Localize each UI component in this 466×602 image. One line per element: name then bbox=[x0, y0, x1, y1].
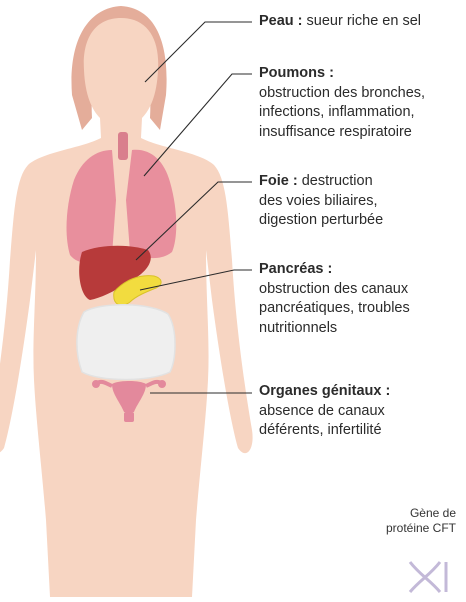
side-note-line: Gène de bbox=[386, 506, 456, 521]
intestines bbox=[77, 305, 175, 380]
annotation-line: destruction bbox=[302, 173, 373, 189]
annotation-line: pancréatiques, troubles bbox=[259, 299, 410, 319]
annotation-text: sueur riche en sel bbox=[307, 13, 421, 29]
annotation-organes-genitaux: Organes génitaux : absence de canaux déf… bbox=[259, 382, 390, 441]
side-note-line: protéine CFT bbox=[386, 521, 456, 536]
annotation-title: Foie : bbox=[259, 173, 298, 189]
annotation-title: Poumons : bbox=[259, 65, 334, 81]
annotation-title: Peau : bbox=[259, 13, 303, 29]
annotation-peau: Peau : sueur riche en sel bbox=[259, 12, 421, 32]
annotation-title: Pancréas : bbox=[259, 261, 332, 277]
side-note: Gène de protéine CFT bbox=[386, 506, 456, 536]
annotation-line: digestion perturbée bbox=[259, 211, 383, 231]
annotation-line: infections, inflammation, bbox=[259, 103, 425, 123]
annotation-line: obstruction des canaux bbox=[259, 280, 410, 300]
dna-helix-icon bbox=[410, 562, 446, 592]
annotation-poumons: Poumons : obstruction des bronches, infe… bbox=[259, 64, 425, 142]
annotation-title: Organes génitaux : bbox=[259, 383, 390, 399]
annotation-line: insuffisance respiratoire bbox=[259, 123, 425, 143]
annotation-line: des voies biliaires, bbox=[259, 192, 383, 212]
annotation-line: obstruction des bronches, bbox=[259, 84, 425, 104]
annotation-pancreas: Pancréas : obstruction des canaux pancré… bbox=[259, 260, 410, 338]
trachea bbox=[118, 132, 128, 160]
annotation-line: nutritionnels bbox=[259, 319, 410, 339]
annotation-foie: Foie : destruction des voies biliaires, … bbox=[259, 172, 383, 231]
annotation-line: absence de canaux bbox=[259, 402, 390, 422]
annotation-line: déférents, infertilité bbox=[259, 421, 390, 441]
